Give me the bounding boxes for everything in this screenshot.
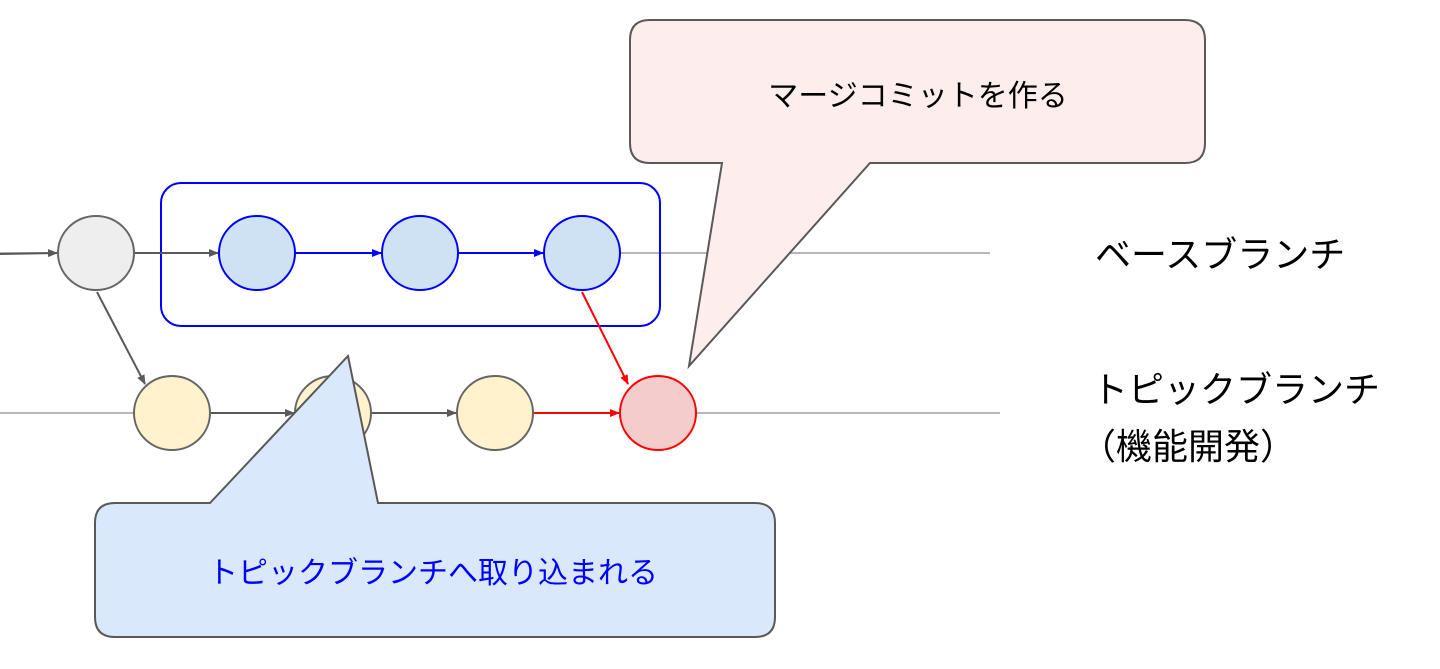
topic-callout — [94, 353, 776, 638]
merge-commit — [619, 375, 697, 451]
merge-commit-callout — [629, 19, 1206, 370]
topic-branch-label: トピックブランチ — [1092, 370, 1380, 411]
topic-commit — [133, 375, 211, 451]
topic-callout-text: トピックブランチへ取り込まれる — [208, 556, 658, 591]
topic-branch-note: （機能開発） — [1080, 427, 1296, 468]
base-commit — [543, 215, 621, 291]
base-commit — [218, 215, 296, 291]
root-commit — [57, 215, 135, 291]
arrow — [96, 291, 146, 385]
base-commit — [381, 215, 459, 291]
arrow — [0, 249, 58, 258]
base-branch-label: ベースブランチ — [1095, 235, 1345, 276]
topic-commit — [456, 375, 534, 451]
merge-arrow — [581, 291, 629, 385]
merge-commit-callout-text: マージコミットを作る — [768, 79, 1067, 114]
base-commits-group — [160, 182, 661, 327]
